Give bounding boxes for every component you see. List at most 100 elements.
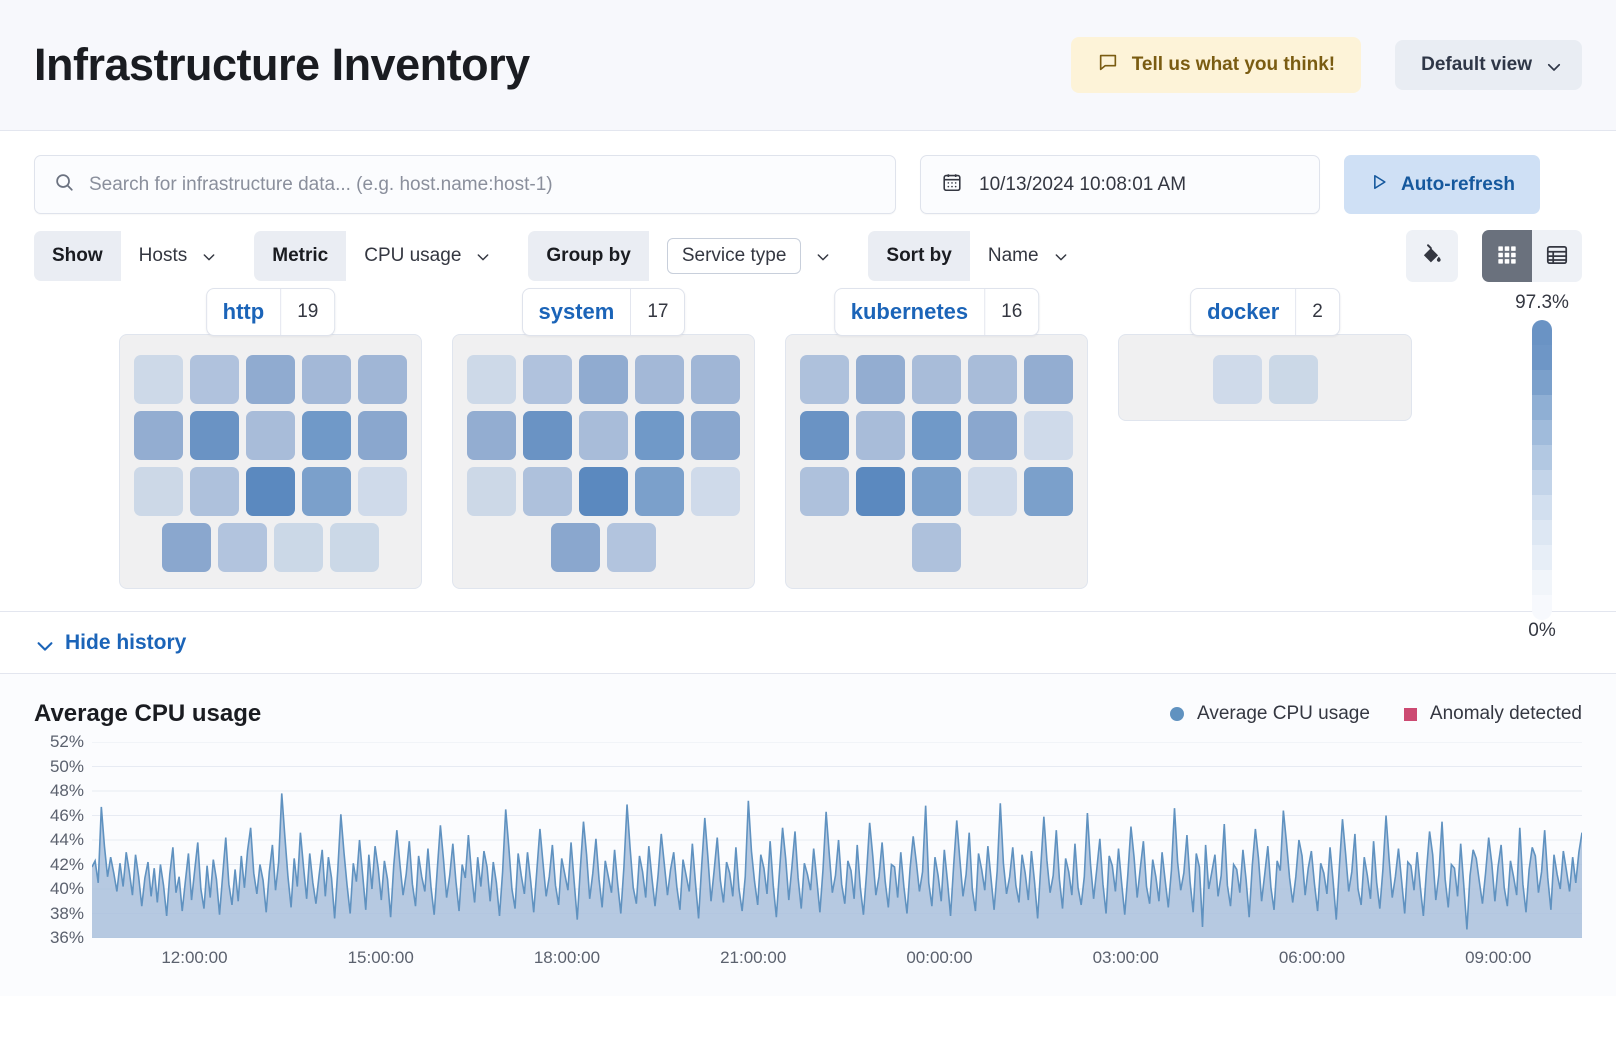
host-tile[interactable]: [134, 467, 183, 516]
host-tile[interactable]: [358, 355, 407, 404]
legend-label: Average CPU usage: [1197, 703, 1370, 724]
legend-item-average-cpu-usage[interactable]: Average CPU usage: [1170, 703, 1370, 725]
group-docker: docker 2: [1118, 288, 1412, 421]
group-badge[interactable]: system 17: [521, 288, 686, 336]
host-tile[interactable]: [467, 355, 516, 404]
host-tile[interactable]: [856, 467, 905, 516]
filter-metric-value[interactable]: CPU usage: [346, 231, 507, 281]
search-placeholder: Search for infrastructure data... (e.g. …: [89, 173, 553, 195]
host-tile[interactable]: [1268, 355, 1318, 404]
x-tick-label: 18:00:00: [533, 948, 601, 967]
host-tile[interactable]: [579, 355, 628, 404]
auto-refresh-button[interactable]: Auto-refresh: [1344, 155, 1540, 214]
host-tile[interactable]: [800, 467, 849, 516]
host-tile[interactable]: [134, 411, 183, 460]
history-toggle[interactable]: Hide history: [0, 612, 1616, 674]
host-tile[interactable]: [691, 467, 740, 516]
host-tile[interactable]: [968, 411, 1017, 460]
color-fill-icon: [1419, 242, 1445, 271]
host-tile[interactable]: [968, 355, 1017, 404]
group-badge[interactable]: http 19: [205, 288, 336, 336]
host-tile[interactable]: [330, 523, 379, 572]
legend-gradient-step: [1532, 370, 1552, 395]
group-name[interactable]: http: [222, 299, 265, 324]
host-tile[interactable]: [1024, 467, 1073, 516]
history-toggle-label[interactable]: Hide history: [65, 630, 187, 654]
host-tile[interactable]: [800, 411, 849, 460]
host-tile[interactable]: [856, 355, 905, 404]
host-tile[interactable]: [635, 467, 684, 516]
host-tile[interactable]: [912, 523, 961, 572]
legend-item-anomaly-detected[interactable]: Anomaly detected: [1403, 703, 1582, 725]
table-view-button[interactable]: [1532, 230, 1582, 282]
host-tile[interactable]: [467, 411, 516, 460]
host-tile[interactable]: [523, 467, 572, 516]
group-http: http 19: [119, 288, 422, 589]
group-name[interactable]: system: [538, 299, 615, 324]
date-picker[interactable]: 10/13/2024 10:08:01 AM: [920, 155, 1320, 214]
host-tile[interactable]: [190, 355, 239, 404]
host-tile[interactable]: [190, 467, 239, 516]
host-tile[interactable]: [635, 355, 684, 404]
x-tick-label: 12:00:00: [161, 948, 228, 967]
host-tile[interactable]: [246, 467, 295, 516]
filter-sort-by-value[interactable]: Name: [969, 231, 1084, 281]
host-tile[interactable]: [358, 411, 407, 460]
host-tile[interactable]: [579, 467, 628, 516]
host-tile[interactable]: [246, 411, 295, 460]
feedback-button[interactable]: Tell us what you think!: [1070, 37, 1362, 93]
host-tile[interactable]: [607, 523, 656, 572]
group-count: 2: [1295, 289, 1339, 335]
host-tile[interactable]: [800, 355, 849, 404]
filter-group-by-value[interactable]: Service type: [648, 231, 847, 281]
grid-view-button[interactable]: [1482, 230, 1532, 282]
host-tile[interactable]: [134, 355, 183, 404]
tile-row: [800, 523, 1073, 572]
search-input[interactable]: Search for infrastructure data... (e.g. …: [34, 155, 896, 214]
y-tick-label: 38%: [49, 903, 84, 923]
host-tile[interactable]: [912, 411, 961, 460]
host-tile[interactable]: [968, 467, 1017, 516]
host-tile[interactable]: [246, 355, 295, 404]
host-tile[interactable]: [691, 411, 740, 460]
legend-gradient-step: [1532, 545, 1552, 570]
host-tile[interactable]: [579, 411, 628, 460]
host-tile[interactable]: [302, 411, 351, 460]
host-tile[interactable]: [218, 523, 267, 572]
color-fill-button[interactable]: [1406, 230, 1458, 282]
y-tick-label: 36%: [49, 928, 84, 947]
host-tile[interactable]: [467, 467, 516, 516]
host-tile[interactable]: [162, 523, 211, 572]
group-badge[interactable]: kubernetes 16: [833, 288, 1040, 336]
legend-gradient-step: [1532, 495, 1552, 520]
comment-icon: [1097, 51, 1119, 79]
chart-plot-area[interactable]: [92, 742, 1582, 938]
legend-label: Anomaly detected: [1429, 703, 1582, 724]
group-name[interactable]: kubernetes: [850, 299, 969, 324]
color-scale-legend: 97.3% 0%: [1502, 292, 1582, 642]
host-tile[interactable]: [358, 467, 407, 516]
default-view-selector[interactable]: Default view: [1395, 40, 1582, 90]
host-tile[interactable]: [551, 523, 600, 572]
group-name[interactable]: docker: [1207, 299, 1280, 324]
host-tile[interactable]: [302, 467, 351, 516]
host-tile[interactable]: [523, 411, 572, 460]
host-tile[interactable]: [1024, 355, 1073, 404]
host-tile[interactable]: [1212, 355, 1262, 404]
host-tile[interactable]: [856, 411, 905, 460]
host-tile[interactable]: [302, 355, 351, 404]
group-badge[interactable]: docker 2: [1190, 288, 1340, 336]
filter-show-value[interactable]: Hosts: [120, 231, 233, 281]
legend-gradient-step: [1532, 570, 1552, 595]
host-tile[interactable]: [912, 467, 961, 516]
host-tile[interactable]: [190, 411, 239, 460]
host-tile[interactable]: [691, 355, 740, 404]
grid-view-icon: [1494, 242, 1520, 271]
legend-gradient: [1532, 320, 1552, 620]
host-tile[interactable]: [635, 411, 684, 460]
host-tile[interactable]: [274, 523, 323, 572]
host-tile[interactable]: [523, 355, 572, 404]
legend-gradient-step: [1532, 320, 1552, 345]
host-tile[interactable]: [912, 355, 961, 404]
host-tile[interactable]: [1024, 411, 1073, 460]
